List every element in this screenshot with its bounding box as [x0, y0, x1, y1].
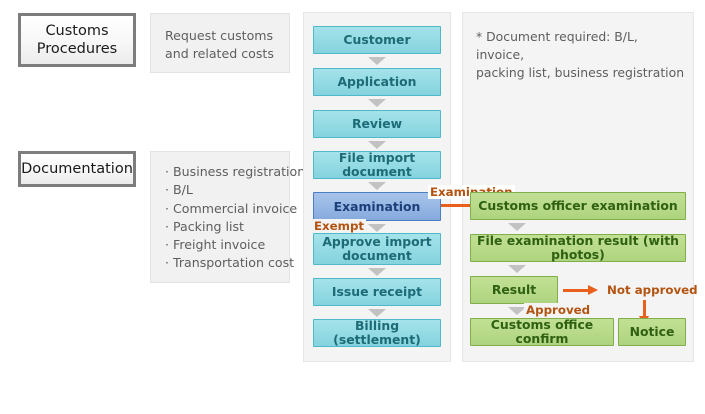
document-list-item: · B/L: [165, 182, 193, 198]
branch-label-approved: Approved: [524, 303, 593, 317]
flow-node-customs-office-confirm[interactable]: Customs office confirm: [470, 318, 614, 346]
document-list-item: · Packing list: [165, 218, 244, 234]
flow-node-file-examination-result[interactable]: File examination result (with photos): [470, 234, 686, 262]
required-documents-note: * Document required: B/L, invoice, packi…: [476, 28, 686, 82]
connector-arrow-icon: [368, 141, 386, 149]
connector-arrow-icon: [368, 57, 386, 65]
document-list-item: · Commercial invoice: [165, 200, 298, 216]
required-documents-note-line2: packing list, business registration: [476, 64, 685, 80]
request-note-line1: Request customs: [165, 28, 274, 43]
required-documents-note-line1: * Document required: B/L, invoice,: [476, 29, 638, 62]
flow-node-customer[interactable]: Customer: [313, 26, 441, 54]
connector-arrow-icon: [368, 224, 386, 232]
customs-line1: Customs: [45, 22, 109, 39]
documentation-label-text: Documentation: [21, 160, 133, 177]
flow-node-examination[interactable]: Examination: [313, 192, 441, 221]
document-list-panel: · Business registration · B/L · Commerci…: [150, 151, 306, 283]
connector-arrow-icon: [368, 182, 386, 190]
customs-line2: Procedures: [36, 41, 118, 57]
connector-arrow-icon: [368, 99, 386, 107]
request-note-line2: and related costs: [165, 46, 274, 62]
document-list-item: · Freight invoice: [165, 237, 266, 252]
connector-arrow-icon: [368, 268, 386, 276]
connector-arrow-icon: [368, 309, 386, 317]
connector-arrow-icon: [508, 307, 526, 315]
request-customs-note: Request customs and related costs: [150, 13, 290, 73]
branch-arrow-to-notice-icon: [639, 300, 649, 326]
flow-node-approve-import-document[interactable]: Approve import document: [313, 233, 441, 265]
branch-arrow-not-approved-icon: [563, 285, 598, 295]
flow-node-billing-settlement[interactable]: Billing (settlement): [313, 319, 441, 347]
branch-label-not-approved: Not approved: [607, 283, 698, 297]
flow-node-notice[interactable]: Notice: [618, 318, 686, 346]
flow-node-issue-receipt[interactable]: Issue receipt: [313, 278, 441, 306]
flow-node-application[interactable]: Application: [313, 68, 441, 96]
branch-label-exempt: Exempt: [312, 219, 367, 233]
flow-node-review[interactable]: Review: [313, 110, 441, 138]
section-label-documentation: Documentation: [18, 151, 136, 187]
connector-arrow-icon: [508, 223, 526, 231]
connector-arrow-icon: [508, 265, 526, 273]
flow-node-customs-officer-examination[interactable]: Customs officer examination: [470, 192, 686, 220]
document-list-item: · Business registration: [165, 164, 306, 179]
flow-node-result[interactable]: Result: [470, 276, 558, 304]
document-list-item: · Transportation cost: [165, 255, 295, 271]
flow-node-file-import-document[interactable]: File import document: [313, 151, 441, 179]
